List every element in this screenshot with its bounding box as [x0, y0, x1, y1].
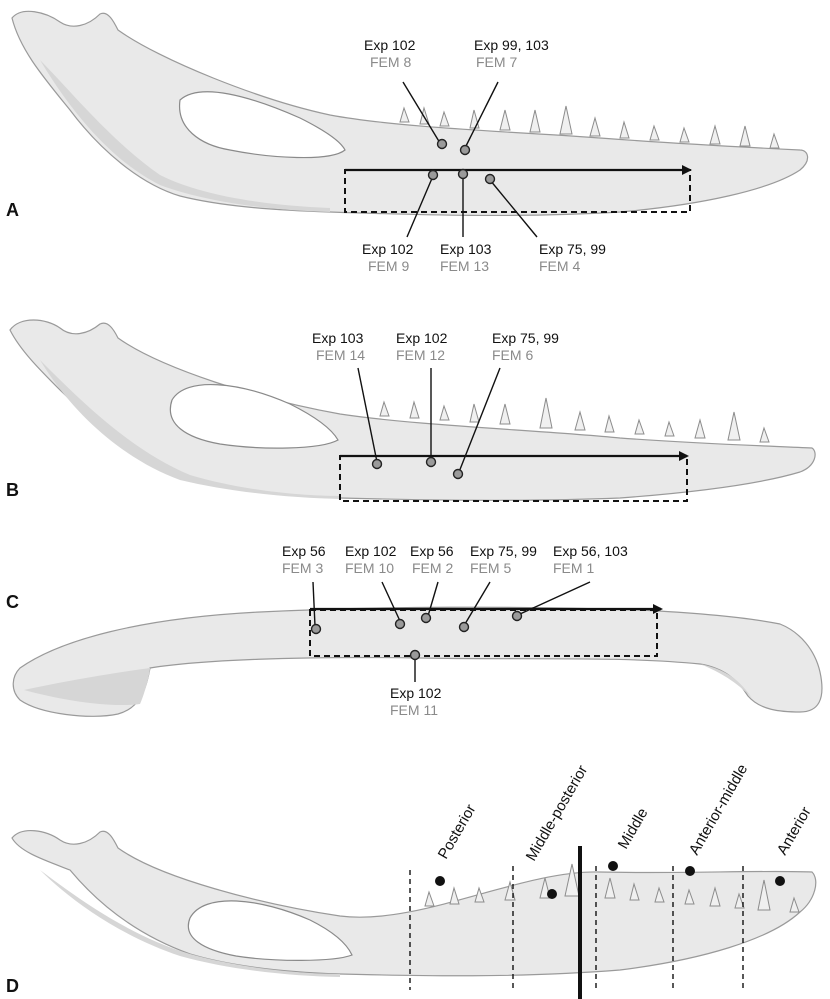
- panel-d-dot-middle: [608, 861, 618, 871]
- panel-a-label-exp: Exp 103: [440, 241, 492, 257]
- panel-d-dot-anterior-middle: [685, 866, 695, 876]
- panel-c-label-exp: Exp 56: [282, 543, 326, 559]
- panel-b: B Exp 103 FEM 14 Exp 102 FEM 12: [6, 320, 815, 501]
- panel-b-label-exp: Exp 102: [396, 330, 448, 346]
- panel-c-label-exp: Exp 56, 103: [553, 543, 628, 559]
- panel-c-label-fem: FEM 1: [553, 560, 594, 576]
- panel-a-marker-fem9: [429, 171, 438, 180]
- panel-d-dot-posterior: [435, 876, 445, 886]
- panel-d-region-label: Middle: [615, 805, 652, 852]
- panel-c-letter: C: [6, 592, 19, 612]
- panel-c-label-fem: FEM 2: [412, 560, 453, 576]
- panel-b-marker-fem14: [373, 460, 382, 469]
- panel-c-marker-fem5: [460, 623, 469, 632]
- panel-c-label-exp: Exp 75, 99: [470, 543, 537, 559]
- panel-c-marker-fem1: [513, 612, 522, 621]
- panel-c-label-exp: Exp 56: [410, 543, 454, 559]
- panel-c-marker-fem3: [312, 625, 321, 634]
- panel-c-label-fem: FEM 5: [470, 560, 511, 576]
- panel-a-marker-fem7: [461, 146, 470, 155]
- panel-a-label-exp: Exp 99, 103: [474, 37, 549, 53]
- panel-b-label-fem: FEM 6: [492, 347, 533, 363]
- panel-b-marker-fem6: [454, 470, 463, 479]
- panel-c-marker-fem10: [396, 620, 405, 629]
- panel-a-label-fem: FEM 9: [368, 258, 409, 274]
- panel-a-marker-fem8: [438, 140, 447, 149]
- panel-b-label-fem: FEM 12: [396, 347, 445, 363]
- panel-a-marker-fem4: [486, 175, 495, 184]
- panel-a-label-exp: Exp 102: [362, 241, 414, 257]
- panel-c-label-fem: FEM 11: [390, 702, 438, 718]
- panel-d-dot-middle-posterior: [547, 889, 557, 899]
- panel-c-label-fem: FEM 10: [345, 560, 394, 576]
- panel-c-label-exp: Exp 102: [390, 685, 442, 701]
- panel-b-label-exp: Exp 103: [312, 330, 364, 346]
- panel-c-label-exp: Exp 102: [345, 543, 397, 559]
- panel-a-label-exp: Exp 102: [364, 37, 416, 53]
- panel-d-region-label: Anterior-middle: [686, 761, 752, 858]
- panel-c: C Exp 56 FEM 3 Exp 102 FEM 10 Exp 56 FEM…: [6, 543, 822, 718]
- panel-b-label-fem: FEM 14: [316, 347, 365, 363]
- panel-a-marker-fem13: [459, 170, 468, 179]
- panel-a-label-exp: Exp 75, 99: [539, 241, 606, 257]
- panel-d-region-label: Anterior: [774, 804, 815, 858]
- panel-d-letter: D: [6, 976, 19, 996]
- panel-d: D Posterior Middle-posteri: [6, 761, 816, 999]
- panel-a-label-fem: FEM 13: [440, 258, 489, 274]
- panel-a: A Exp 102 FEM 8 Ex: [6, 11, 808, 274]
- panel-d-dot-anterior: [775, 876, 785, 886]
- panel-a-label-fem: FEM 8: [370, 54, 411, 70]
- panel-c-marker-fem11: [411, 651, 420, 660]
- panel-c-label-fem: FEM 3: [282, 560, 323, 576]
- panel-b-letter: B: [6, 480, 19, 500]
- panel-a-letter: A: [6, 200, 19, 220]
- panel-a-label-fem: FEM 4: [539, 258, 580, 274]
- panel-a-label-fem: FEM 7: [476, 54, 517, 70]
- panel-b-label-exp: Exp 75, 99: [492, 330, 559, 346]
- panel-b-marker-fem12: [427, 458, 436, 467]
- panel-c-marker-fem2: [422, 614, 431, 623]
- panel-d-region-label: Posterior: [435, 802, 480, 862]
